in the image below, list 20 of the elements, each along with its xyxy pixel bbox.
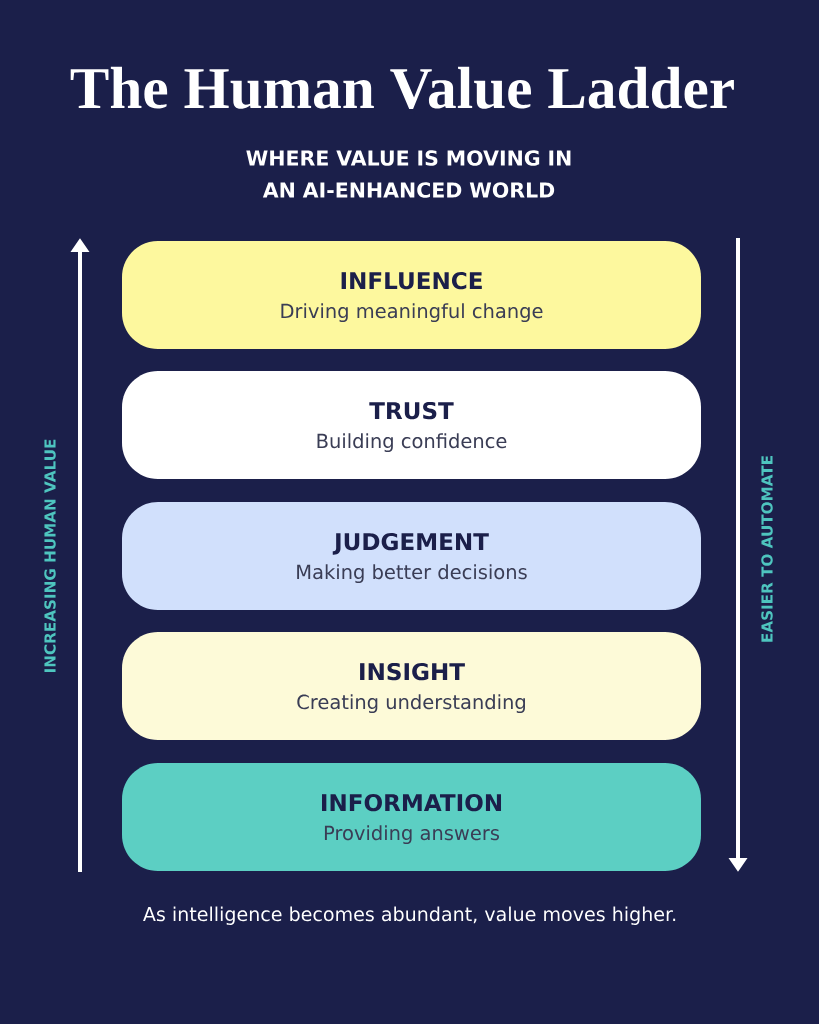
step-box (122, 371, 701, 479)
step-title: INFORMATION (322, 793, 501, 812)
step-description: Creating understanding (297, 694, 525, 714)
arrow-label: EASIER TO AUTOMATE (761, 456, 773, 642)
step-box (122, 241, 701, 349)
step-title: TRUST (369, 401, 454, 420)
step-description: Providing answers (324, 825, 500, 845)
step-description: Driving meaningful change (281, 303, 543, 323)
step-box (122, 632, 701, 740)
caption: As intelligence becomes abundant, value moves higher. (143, 906, 676, 925)
title: The Human Value Ladder (70, 66, 734, 109)
step-description: Building confidence (317, 433, 507, 453)
step-title: INSIGHT (360, 662, 465, 681)
subtitle: WHERE VALUE IS MOVING IN AN AI-ENHANCED WORLD (246, 150, 571, 198)
step-box (122, 502, 701, 610)
step-box (122, 763, 701, 871)
step-description: Making better decisions (297, 564, 527, 584)
step-title: JUDGEMENT (332, 532, 489, 555)
arrow-label: INCREASING HUMAN VALUE (44, 439, 56, 672)
step-title: INFLUENCE (341, 271, 482, 290)
